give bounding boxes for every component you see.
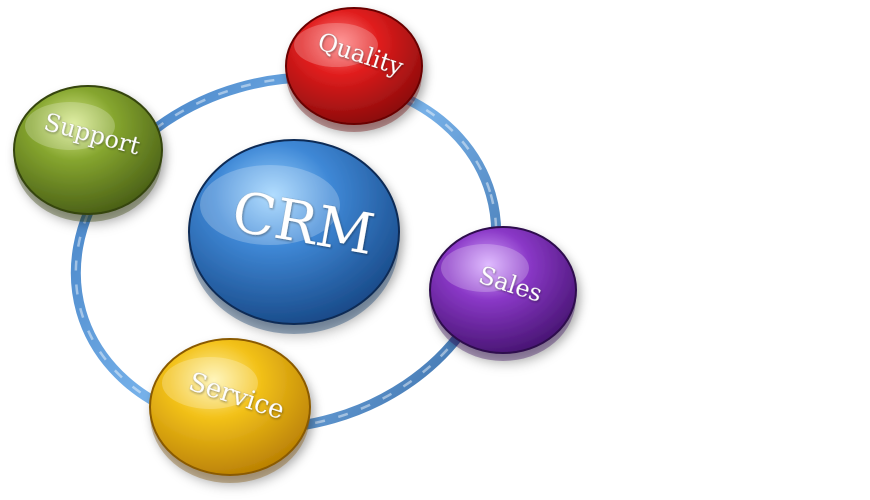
node-sales: Sales bbox=[429, 226, 577, 361]
cycle-ring bbox=[70, 72, 502, 434]
node-support: Support bbox=[13, 85, 163, 222]
node-service: Service bbox=[149, 338, 311, 483]
node-quality: Quality bbox=[285, 7, 423, 132]
center-node: CRM bbox=[188, 139, 400, 334]
